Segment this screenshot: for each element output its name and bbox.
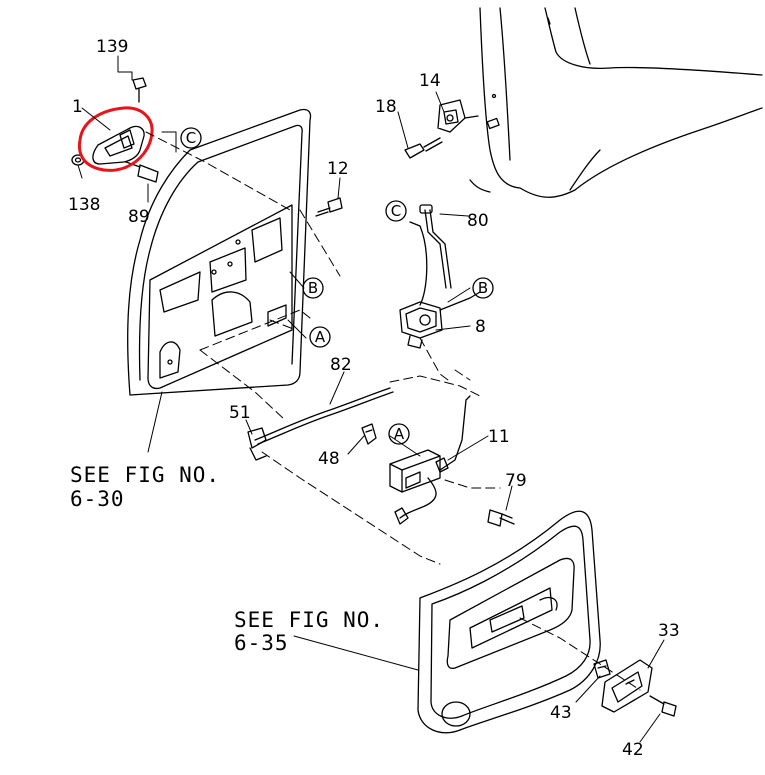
part-label-79: 79	[505, 471, 527, 491]
ref-letter-b-door: B	[308, 279, 318, 297]
outside-handle	[92, 125, 145, 165]
ref-circle-b-door	[302, 277, 324, 299]
part-label-33: 33	[658, 621, 680, 641]
see-fig-note-2-line1: SEE FIG NO.	[234, 608, 384, 632]
ref-letter-a-door: A	[315, 328, 326, 346]
ref-circle-a-door	[309, 326, 331, 348]
clip-43	[593, 659, 611, 679]
part-label-8: 8	[475, 317, 486, 337]
handle-nut-139	[132, 77, 147, 103]
rod-clip-51	[247, 427, 267, 461]
part-label-82: 82	[330, 355, 352, 375]
screw-42	[649, 695, 677, 717]
part-label-43: 43	[550, 703, 572, 723]
ref-circle-b-latch	[472, 277, 494, 299]
part-label-1: 1	[72, 97, 83, 117]
ref-letter-a-actuator: A	[394, 425, 405, 443]
highlight-circle	[77, 106, 154, 172]
reference-letters: C C B B A A	[186, 129, 488, 443]
part-label-11: 11	[488, 427, 510, 447]
part-label-138: 138	[68, 195, 100, 215]
striker-screw	[404, 137, 443, 159]
handle-bezel-33	[601, 659, 653, 713]
door-striker	[437, 93, 500, 133]
see-figure-notes: SEE FIG NO. 6-30 SEE FIG NO. 6-35	[70, 463, 384, 655]
part-label-139: 139	[96, 37, 128, 57]
part-label-12: 12	[327, 159, 349, 179]
assembly-lines	[145, 131, 641, 691]
lock-rod-80	[409, 204, 452, 306]
ref-circle-c-top	[180, 127, 202, 149]
reference-circles	[180, 127, 494, 445]
leader-lines	[77, 55, 665, 743]
ref-circle-c-rod	[385, 200, 407, 222]
ref-letter-c-top: C	[186, 129, 196, 147]
door-trim-panel	[417, 510, 601, 734]
bolt-12	[315, 197, 343, 217]
vehicle-body-outline	[469, 7, 763, 198]
part-label-80: 80	[467, 211, 489, 231]
part-label-42: 42	[622, 740, 644, 760]
ref-letter-c-rod: C	[391, 202, 401, 220]
part-label-18: 18	[375, 97, 397, 117]
see-fig-note-1-line1: SEE FIG NO.	[70, 463, 220, 487]
door-inner-panel	[127, 108, 312, 396]
door-latch-8	[399, 291, 481, 349]
see-fig-note-2-line2: 6-35	[234, 631, 289, 655]
part-number-labels: 139 1 138 89 14 18 12 80 8 82 51 48 11 7…	[68, 37, 680, 760]
screw-79	[487, 509, 515, 527]
part-label-48: 48	[318, 449, 340, 469]
part-label-14: 14	[419, 71, 441, 91]
link-rod-82	[254, 387, 394, 445]
lock-actuator-11	[389, 395, 471, 525]
rod-clip-48	[361, 423, 377, 445]
part-label-89: 89	[128, 207, 150, 227]
part-label-51: 51	[229, 403, 251, 423]
ref-letter-b-latch: B	[478, 279, 488, 297]
ref-circle-a-actuator	[388, 423, 410, 445]
see-fig-note-1-line2: 6-30	[70, 487, 125, 511]
